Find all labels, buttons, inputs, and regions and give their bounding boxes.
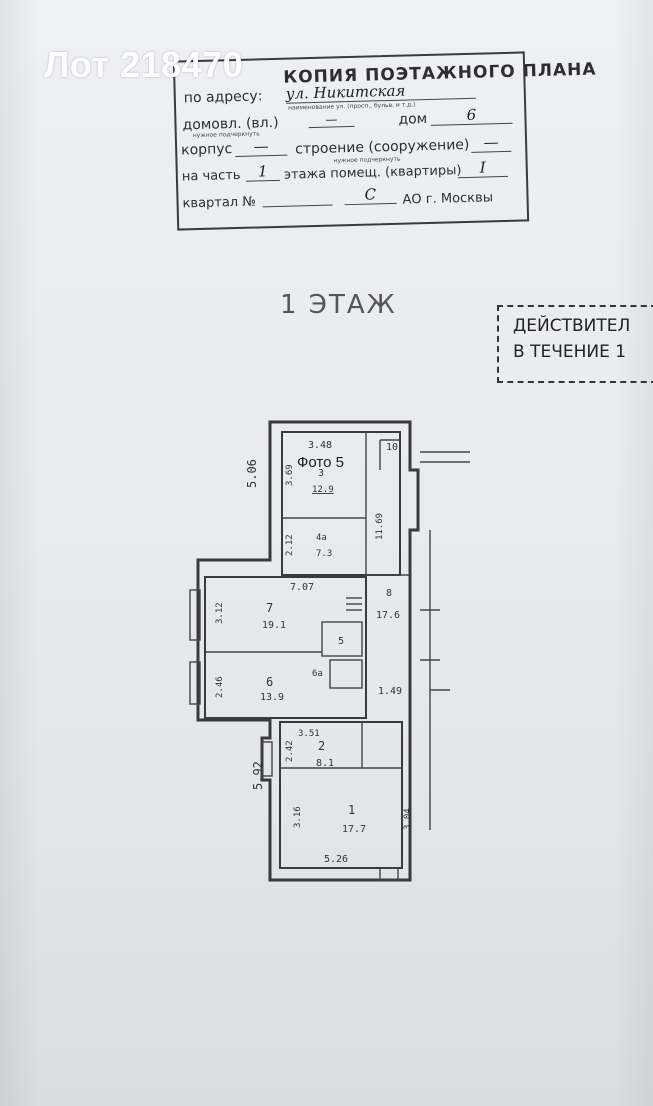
room-10-number: 10	[386, 442, 398, 453]
photo-caption-overlay: Фото 5	[297, 454, 344, 471]
room-1-number: 1	[348, 803, 355, 817]
room-6-number: 6	[266, 675, 273, 689]
dim-room3-mid: 11.69	[375, 513, 385, 540]
dim-room7-width: 7.07	[290, 582, 314, 593]
dim-room6-height: 2.46	[215, 676, 225, 698]
room-8-area: 17.6	[376, 610, 400, 621]
dim-room3-width: 3.48	[308, 440, 332, 451]
room-1-area: 17.7	[342, 824, 366, 835]
dim-left-top: 5.06	[245, 459, 259, 488]
room-7-area: 19.1	[262, 620, 286, 631]
room-7-number: 7	[266, 601, 273, 615]
dim-room1-right: 3.04	[403, 808, 413, 830]
room-6a-number: 6а	[312, 669, 323, 679]
outer-walls	[196, 420, 420, 882]
lot-number-overlay: Лот 218470	[44, 44, 244, 85]
dim-room2-width: 3.51	[298, 729, 320, 739]
validity-line-2: В ТЕЧЕНИЕ 1	[513, 342, 627, 362]
validity-line-1: ДЕЙСТВИТЕЛ	[513, 316, 631, 336]
room-4a-number: 4а	[316, 533, 327, 543]
validity-stamp: ДЕЙСТВИТЕЛ В ТЕЧЕНИЕ 1	[497, 305, 653, 383]
room-4a-area: 7.3	[316, 549, 332, 559]
room-2-number: 2	[318, 739, 325, 753]
room-3-number: 3	[318, 468, 324, 479]
dim-room1-left: 3.16	[293, 806, 303, 828]
room-8-number: 8	[386, 588, 392, 599]
dim-room7-height: 3.12	[215, 602, 225, 624]
inner-walls	[189, 432, 470, 881]
dim-room1-bottom: 5.26	[324, 854, 348, 865]
dim-left-bottom: 5.92	[251, 761, 265, 790]
floor-title: 1 ЭТАЖ	[280, 290, 397, 320]
dim-room3-height: 3.69	[285, 464, 295, 486]
dim-room4-height: 2.12	[285, 534, 295, 556]
dim-room6-right: 1.49	[378, 686, 402, 697]
dim-room2-height: 2.42	[285, 740, 295, 762]
room-2-area: 8.1	[316, 758, 334, 769]
room-3-area: 12.9	[312, 485, 334, 495]
room-6-area: 13.9	[260, 692, 284, 703]
room-5-number: 5	[338, 636, 344, 647]
